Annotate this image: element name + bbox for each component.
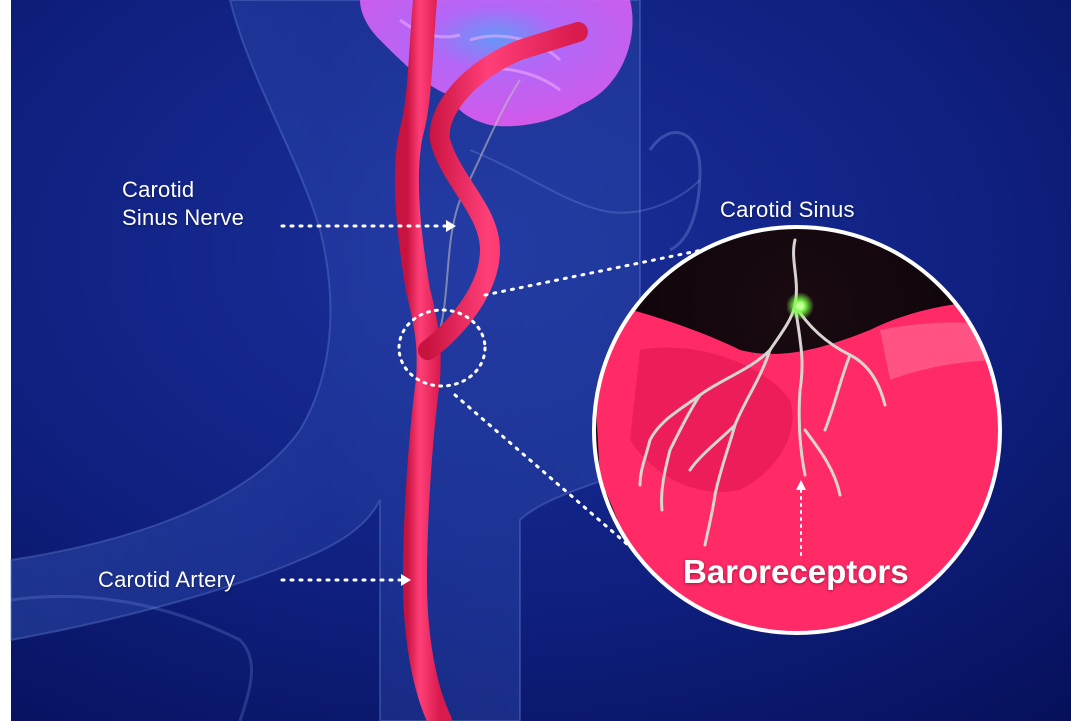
carotid-sinus-nerve-label: Carotid Sinus Nerve	[122, 176, 244, 232]
baroreceptors-label: Baroreceptors	[683, 553, 909, 591]
nerve-signal-dot	[796, 302, 804, 310]
carotid-sinus-nerve-label-line2: Sinus Nerve	[122, 204, 244, 232]
carotid-artery-label: Carotid Artery	[98, 566, 235, 594]
carotid-sinus-label: Carotid Sinus	[720, 196, 855, 224]
carotid-sinus-nerve-label-line1: Carotid	[122, 176, 244, 204]
